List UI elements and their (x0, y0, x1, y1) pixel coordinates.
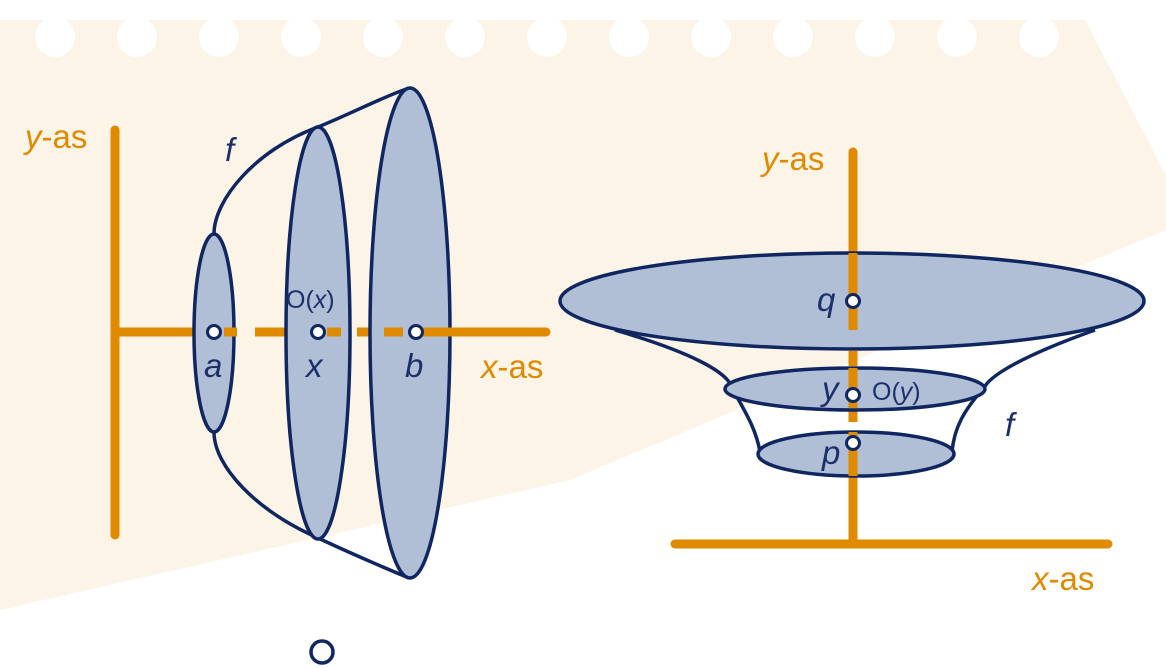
left-point-b-marker (408, 324, 424, 340)
right-point-y-marker (845, 387, 861, 403)
right-y-axis-label: y-as (760, 140, 824, 177)
right-figure: y-as x-as f q y p O(y) (558, 140, 1146, 597)
right-point-y-label: y (820, 370, 841, 407)
left-section-label: O(x) (286, 286, 335, 314)
left-y-axis-label: y-as (23, 118, 87, 155)
right-x-axis-label: x-as (1030, 560, 1094, 597)
left-point-x-label: x (304, 347, 324, 384)
right-section-label: O(y) (872, 378, 921, 406)
left-point-b-label: b (405, 347, 423, 384)
left-figure: y-as x-as f a x b O(x) (23, 86, 551, 580)
left-point-a-label: a (204, 347, 222, 384)
left-x-axis-label: x-as (479, 348, 543, 385)
right-point-p-label: p (821, 434, 840, 471)
left-point-x-marker (310, 324, 326, 340)
hollow-marker (309, 639, 335, 665)
right-point-q-marker (845, 293, 861, 309)
right-point-p-marker (845, 435, 861, 451)
right-point-q-label: q (817, 281, 836, 318)
right-curve-label: f (1005, 406, 1018, 443)
left-point-a-marker (206, 324, 222, 340)
